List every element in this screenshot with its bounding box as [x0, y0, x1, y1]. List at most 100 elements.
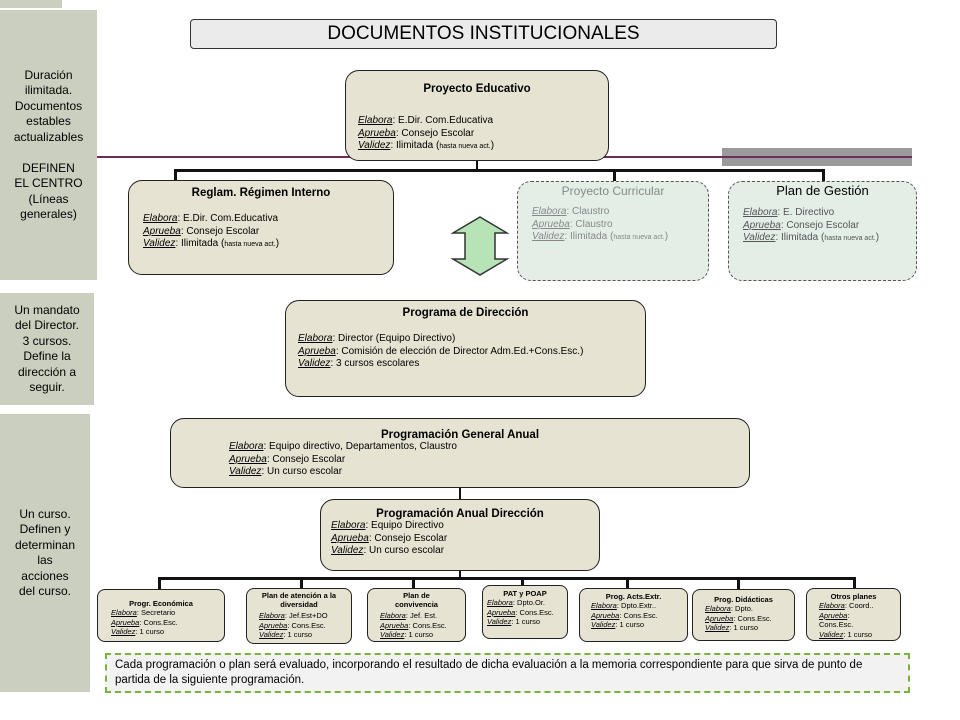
connector [822, 169, 825, 181]
connector [476, 160, 478, 170]
pc-elabora: Elabora: Claustro [532, 206, 610, 217]
plan-box: PAT y POAP Elabora: Dpto.Or. Aprueba: Co… [482, 585, 568, 639]
plan-aprueba: Aprueba: Cons.Esc. [380, 620, 447, 630]
connector [412, 577, 415, 589]
plan-title: Plan de atención a la diversidad [261, 591, 337, 609]
connector [853, 577, 856, 589]
plan-elabora: Elabora: Dpto.Extr.. [591, 601, 657, 610]
plan-title: Plan de convivencia [395, 591, 438, 609]
plan-title: Progr. Económica [129, 599, 193, 608]
plan-box: Plan de convivencia Elabora: Jef. Est. A… [367, 588, 466, 642]
connector [174, 169, 177, 181]
pe-validez: Validez: Ilimitada (hasta nueva act.) [358, 140, 495, 151]
footer-note-box: Cada programación o plan será evaluado, … [105, 653, 910, 693]
plan-gestion-title: Plan de Gestión [776, 183, 869, 198]
programa-direccion-box: Programa de Dirección Elabora: Director … [285, 300, 646, 397]
plan-elabora: Elabora: Coord.. [819, 601, 874, 610]
reglamento-box: Reglam. Régimen Interno Elabora: E.Dir. … [128, 180, 394, 275]
plan-aprueba-extra: Cons.Esc. [819, 620, 854, 629]
plan-validez: Validez: 1 curso [591, 620, 645, 629]
plan-box: Prog. Didácticas Elabora: Dpto. Aprueba:… [692, 589, 795, 641]
page-title: DOCUMENTOS INSTITUCIONALES [327, 23, 640, 44]
rri-validez: Validez: Ilimitada (hasta nueva act.) [143, 238, 280, 249]
plan-title: Otros planes [830, 592, 877, 601]
programa-direccion-title: Programa de Dirección [402, 307, 529, 319]
pga-validez: Validez: Un curso escolar [229, 466, 343, 477]
accent-band-2 [722, 158, 912, 166]
plan-title: PAT y POAP [503, 589, 547, 598]
connector [459, 488, 461, 500]
sidebar-note-3: Un curso. Definen y determinan las accio… [0, 414, 90, 692]
pad-aprueba: Aprueba: Consejo Escolar [331, 532, 448, 544]
top-strip [0, 0, 62, 8]
pga-box: Programación General Anual Elabora: Equi… [170, 418, 750, 488]
footer-note: Cada programación o plan será evaluado, … [115, 659, 863, 686]
pga-title: Programación General Anual [380, 429, 540, 441]
page-title-box: DOCUMENTOS INSTITUCIONALES [190, 19, 777, 49]
proyecto-educativo-title: Proyecto Educativo [423, 83, 531, 95]
proyecto-curricular-title: Proyecto Curricular [561, 184, 665, 198]
connector [459, 571, 461, 578]
pd-elabora: Elabora: Director (Equipo Directivo) [298, 333, 456, 344]
plan-aprueba: Aprueba: Cons.Esc. [487, 607, 554, 617]
plan-validez: Validez: 1 curso [705, 623, 759, 632]
connector [737, 577, 740, 589]
plan-aprueba: Aprueba: Cons.Esc. [259, 620, 326, 630]
pd-aprueba: Aprueba: Comisión de elección de Directo… [298, 345, 584, 357]
sidebar-note-2-text: Un mandato del Director. 3 cursos. Defin… [14, 302, 80, 395]
plan-box: Progr. Económica Elabora: Secretario Apr… [97, 589, 225, 642]
pad-validez: Validez: Un curso escolar [331, 545, 445, 556]
plan-validez: Validez: 1 curso [380, 630, 434, 639]
pga-elabora: Elabora: Equipo directivo, Departamentos… [229, 441, 457, 452]
plan-aprueba: Aprueba: Cons.Esc. [591, 610, 658, 620]
pg-aprueba: Aprueba: Consejo Escolar [743, 219, 860, 231]
plan-title: Prog. Acts.Extr. [605, 592, 662, 601]
plan-elabora: Elabora: Secretario [111, 608, 176, 617]
plan-aprueba: Aprueba: [819, 610, 850, 620]
plan-validez: Validez: 1 curso [111, 627, 165, 636]
plan-box: Plan de atención a la diversidad Elabora… [246, 588, 352, 644]
pad-title: Programación Anual Dirección [376, 508, 544, 520]
pg-elabora: Elabora: E. Directivo [743, 207, 835, 218]
plan-validez: Validez: 1 curso [819, 629, 873, 639]
connector [626, 577, 629, 589]
proyecto-educativo-box: Proyecto Educativo Elabora: E.Dir. Com.E… [345, 70, 609, 161]
pg-validez: Validez: Ilimitada (hasta nueva act.) [743, 232, 880, 243]
pga-aprueba: Aprueba: Consejo Escolar [229, 453, 346, 465]
plan-gestion-box: Plan de Gestión Elabora: E. Directivo Ap… [728, 181, 917, 281]
plan-title: Prog. Didácticas [714, 595, 773, 604]
plan-elabora: Elabora: Dpto. [705, 604, 753, 613]
sidebar-note-1: Duración ilimitada. Documentos estables … [0, 10, 97, 280]
plan-validez: Validez: 1 curso [487, 617, 541, 626]
plan-box: Prog. Acts.Extr. Elabora: Dpto.Extr.. Ap… [579, 588, 688, 642]
connector [158, 577, 856, 580]
pc-validez: Validez: Ilimitada (hasta nueva act.) [532, 231, 669, 242]
connector [613, 169, 616, 181]
rri-elabora: Elabora: E.Dir. Com.Educativa [143, 213, 279, 224]
rri-aprueba: Aprueba: Consejo Escolar [143, 225, 260, 237]
sidebar-note-1-text: Duración ilimitada. Documentos estables … [13, 67, 84, 222]
pc-aprueba: Aprueba: Claustro [532, 218, 613, 230]
plan-elabora: Elabora: Jef. Est. [380, 611, 438, 620]
connector [300, 577, 303, 589]
plan-elabora: Elabora: Dpto.Or. [487, 598, 545, 607]
accent-band [722, 148, 912, 156]
plan-aprueba: Aprueba: Cons.Esc. [705, 613, 772, 623]
pd-validez: Validez: 3 cursos escolares [298, 358, 420, 369]
pad-box: Programación Anual Dirección Elabora: Eq… [320, 499, 600, 571]
pad-elabora: Elabora: Equipo Directivo [331, 520, 444, 531]
proyecto-curricular-box: Proyecto Curricular Elabora: Claustro Ap… [517, 181, 709, 281]
connector [521, 577, 524, 585]
sidebar-note-3-text: Un curso. Definen y determinan las accio… [14, 506, 76, 599]
reglamento-title: Reglam. Régimen Interno [191, 187, 331, 199]
plan-box: Otros planes Elabora: Coord.. Aprueba: C… [806, 588, 901, 641]
pe-elabora: Elabora: E.Dir. Com.Educativa [358, 115, 494, 126]
sidebar-note-2: Un mandato del Director. 3 cursos. Defin… [0, 293, 94, 405]
double-arrow-icon [450, 216, 510, 276]
connector [174, 169, 825, 172]
plan-aprueba: Aprueba: Cons.Esc. [111, 617, 178, 627]
plan-validez: Validez: 1 curso [259, 630, 313, 639]
pe-aprueba: Aprueba: Consejo Escolar [358, 127, 475, 139]
connector [158, 577, 161, 589]
plan-elabora: Elabora: Jef.Est+DO [259, 611, 328, 620]
